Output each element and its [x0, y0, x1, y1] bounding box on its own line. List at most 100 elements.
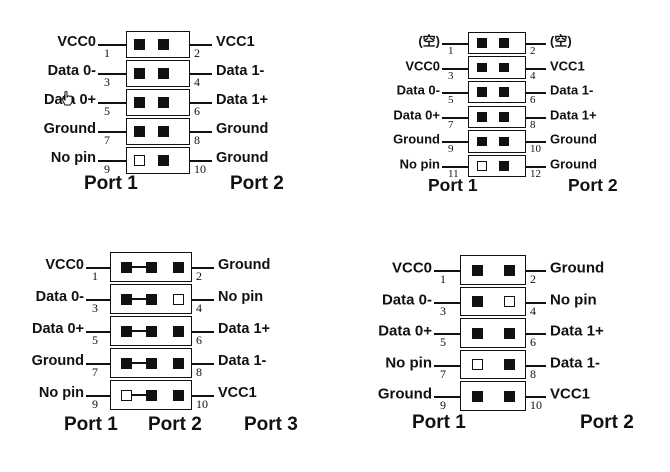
header-pin-block [468, 105, 526, 129]
header-pin-block [468, 154, 526, 178]
pin-label-right: No pin [550, 291, 597, 308]
pin-label-left: VCC0 [391, 259, 432, 277]
pin-contact [157, 67, 169, 79]
pin-label-right: Data 1- [550, 354, 601, 371]
pin-number-left: 7 [92, 365, 98, 379]
pin-label-right: VCC1 [550, 58, 585, 74]
pin-label-right: Data 1+ [218, 320, 270, 337]
pin-contact [499, 112, 509, 122]
pin-contact [172, 389, 184, 401]
pin-label-right: Ground [216, 120, 269, 137]
port-label: Port 2 [148, 413, 202, 435]
pin-label-right: Ground [216, 149, 269, 166]
pin-number-left: 5 [92, 333, 98, 347]
pin-label-right: Data 1+ [216, 91, 268, 108]
lead-line-left [86, 299, 110, 301]
pin-number-left: 1 [92, 269, 98, 283]
pin-number-right: 2 [530, 272, 536, 286]
pin-label-right: (空) [550, 33, 572, 49]
port-label: Port 2 [580, 411, 634, 433]
pin-contact [503, 327, 515, 339]
pin-label-right: Data 1+ [550, 322, 604, 340]
port-label: Port 1 [412, 411, 466, 433]
pin-label-right: VCC1 [550, 385, 591, 403]
pin-contact [145, 293, 157, 305]
header-pin-block [460, 318, 526, 348]
pin-contact [471, 264, 483, 276]
pin-label-right: Ground [550, 156, 597, 172]
lead-line-right [526, 141, 546, 144]
port-label: Port 1 [84, 172, 138, 194]
pin-contact [145, 389, 157, 401]
missing-pin [120, 389, 132, 401]
port-label: Port 3 [244, 413, 298, 435]
lead-line-right [526, 364, 546, 367]
pin-number-right: 2 [530, 45, 536, 57]
pin-label-left: Data 0- [396, 82, 440, 98]
header-pin-block [468, 130, 526, 153]
pin-number-left: 5 [440, 335, 446, 349]
pin-number-right: 12 [530, 168, 541, 180]
pin-number-right: 10 [194, 162, 206, 176]
pin-label-left: Data 0+ [393, 107, 440, 123]
jumper-link [131, 362, 146, 364]
missing-pin [172, 293, 184, 305]
pin-label-right: Ground [550, 131, 597, 147]
pin-label-left: No pin [399, 156, 440, 172]
pin-contact [503, 359, 515, 370]
pin-contact [471, 327, 483, 339]
pin-label-right: VCC1 [216, 33, 255, 50]
pin-number-left: 3 [440, 303, 446, 318]
pin-label-left: Ground [31, 352, 84, 369]
pin-number-right: 2 [196, 269, 202, 283]
pin-number-left: 5 [448, 94, 454, 107]
pin-contact [145, 325, 157, 337]
header-pin-block [460, 255, 526, 285]
lead-line-left [98, 160, 126, 162]
pin-label-left: VCC0 [57, 33, 96, 50]
pin-contact [157, 96, 169, 108]
missing-pin [133, 154, 145, 166]
pin-contact [477, 87, 487, 97]
pin-label-left: Data 0- [47, 62, 96, 79]
lead-line-right [190, 131, 212, 133]
pin-number-right: 4 [194, 75, 200, 89]
pin-label-right: Data 1- [218, 352, 267, 369]
lead-line-left [442, 92, 468, 95]
pin-contact [477, 62, 487, 73]
pin-number-left: 1 [104, 46, 110, 60]
pin-label-left: Data 0- [381, 291, 432, 308]
pin-number-right: 4 [196, 301, 202, 315]
lead-line-left [442, 43, 468, 45]
lead-line-right [192, 267, 214, 269]
jumper-link [131, 330, 146, 332]
pin-label-right: Ground [550, 259, 605, 277]
lead-line-right [526, 396, 546, 398]
pin-label-left: Data 0+ [32, 320, 84, 337]
pin-contact [499, 87, 509, 97]
pin-number-left: 3 [104, 75, 110, 89]
pin-label-left: Data 0- [35, 288, 84, 305]
pin-number-left: 5 [104, 104, 110, 118]
pin-label-right: Data 1- [550, 82, 594, 98]
lead-line-left [86, 363, 110, 365]
pin-number-right: 4 [530, 69, 536, 82]
lead-line-right [192, 363, 214, 365]
lead-line-left [86, 267, 110, 269]
pin-label-left: (空) [418, 33, 440, 49]
header-pin-block [468, 31, 526, 55]
pin-number-right: 6 [194, 104, 200, 118]
pin-number-left: 9 [92, 397, 98, 411]
lead-line-right [526, 92, 546, 95]
header-pin-block [468, 80, 526, 104]
jumper-link [131, 266, 146, 268]
pin-contact [499, 136, 509, 147]
pin-label-left: No pin [38, 384, 84, 401]
pin-label-left: VCC0 [45, 256, 84, 273]
lead-line-right [192, 299, 214, 301]
lead-line-right [526, 43, 546, 45]
pin-contact [157, 125, 169, 137]
pin-label-left: Data 0+ [44, 91, 96, 108]
pin-number-right: 6 [196, 333, 202, 347]
pin-number-right: 8 [194, 133, 200, 147]
